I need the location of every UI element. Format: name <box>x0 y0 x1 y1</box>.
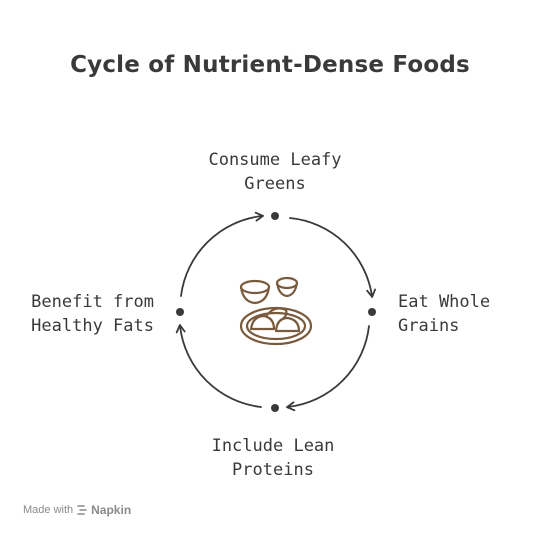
food-bowls-icon <box>239 276 313 346</box>
arc-bottom-to-left <box>175 324 262 408</box>
step-label-line: Include Lean <box>211 436 335 456</box>
step-benefit-healthy-fats: Benefit from Healthy Fats <box>0 290 154 338</box>
node-right <box>368 308 376 316</box>
diagram-title: Cycle of Nutrient-Dense Foods <box>70 52 470 78</box>
node-top <box>271 212 279 220</box>
step-label-line: Healthy Fats <box>31 316 154 336</box>
step-label-line: Eat Whole <box>398 292 491 312</box>
made-with-napkin-footer[interactable]: Made with Napkin <box>23 503 131 517</box>
napkin-brand: Napkin <box>91 503 132 517</box>
napkin-logo-icon <box>77 505 87 515</box>
step-label-line: Proteins <box>232 460 314 480</box>
node-bottom <box>271 404 279 412</box>
step-eat-whole-grains: Eat Whole Grains <box>398 290 490 338</box>
arc-top-to-right <box>289 217 376 298</box>
step-label-line: Consume Leafy <box>208 150 342 170</box>
node-left <box>176 308 184 316</box>
arc-right-to-bottom <box>286 325 370 412</box>
step-label-line: Greens <box>244 174 306 194</box>
made-with-text: Made with <box>23 504 74 516</box>
step-label-line: Benefit from <box>31 292 154 312</box>
step-consume-leafy-greens: Consume Leafy Greens <box>170 148 380 196</box>
step-include-lean-proteins: Include Lean Proteins <box>168 434 378 482</box>
step-label-line: Grains <box>398 316 460 336</box>
arc-left-to-top <box>180 211 264 297</box>
